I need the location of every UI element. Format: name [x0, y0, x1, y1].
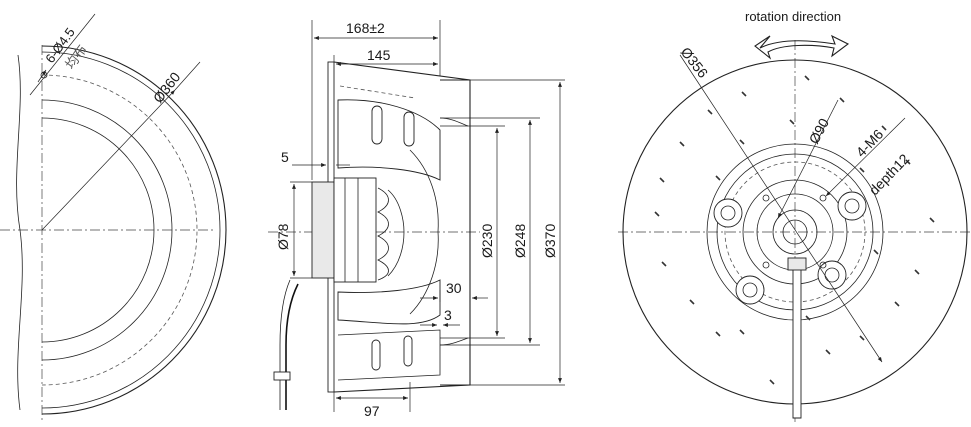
diameter-356-label: Ø356 — [678, 44, 712, 81]
outer-flange-inner-edge — [41, 51, 221, 409]
cable-gland — [787, 257, 807, 271]
inlet-ring-outer — [41, 99, 173, 361]
lower-bracket-frame — [337, 329, 441, 381]
impeller-hidden-edge — [339, 85, 416, 99]
diameter-248-label: Ø248 — [512, 224, 528, 258]
blade-marks — [654, 75, 935, 385]
diameter-360-leader — [41, 89, 176, 231]
shaft — [782, 219, 808, 245]
side-view: Ø230 Ø248 Ø370 168±2 145 5 Ø78 30 — [268, 20, 565, 419]
stator-winding-outer — [387, 189, 405, 277]
bolt-circle — [41, 74, 198, 386]
motor-shaft-housing — [772, 209, 818, 255]
hole-spec-arrow — [37, 69, 47, 83]
motor-diameter-label: Ø78 — [275, 223, 291, 250]
left-view: Ø360 6-Ø4.5 均布 — [0, 13, 227, 420]
diameter-370-label: Ø370 — [542, 224, 558, 258]
stator-winding — [377, 187, 389, 281]
lower-blade-bracket — [337, 279, 441, 325]
upper-slot-1 — [371, 105, 383, 145]
thread-spec-label: 4-M6 — [853, 126, 887, 160]
upper-slot-2 — [403, 111, 415, 147]
thread-spec-leader — [825, 117, 906, 197]
left-break-line — [16, 54, 23, 411]
outer-flange-arc — [41, 45, 227, 415]
lower-slot-2 — [403, 335, 413, 367]
right-view-cable — [792, 259, 802, 419]
thread-holes — [762, 194, 827, 269]
diameter-360-leader-ext — [174, 61, 201, 91]
inner-width-label: 145 — [367, 47, 391, 63]
diameter-360-label: Ø360 — [150, 69, 184, 106]
motor-body — [333, 177, 377, 283]
motor-depth-label: 97 — [364, 403, 380, 419]
rotation-direction-label: rotation direction — [745, 9, 841, 24]
power-cable — [285, 283, 299, 410]
right-view: rotation direction Ø356 Ø90 4-M6 depth12 — [618, 9, 970, 422]
overall-width-label: 168±2 — [346, 20, 385, 36]
mounting-bosses — [713, 191, 867, 305]
inlet-ring-inner — [41, 117, 155, 343]
hub-bolt-circle — [724, 161, 866, 303]
hole-spec-leader — [29, 13, 96, 96]
flange-thickness-label: 5 — [281, 149, 289, 165]
upper-blade-bracket — [337, 99, 441, 181]
back-plate-outline — [333, 61, 471, 393]
offset-30-label: 30 — [446, 280, 462, 296]
motor-cap — [311, 181, 335, 279]
cable-sleeve — [273, 371, 291, 381]
offset-3-label: 3 — [444, 307, 452, 323]
diameter-90-leader — [777, 99, 839, 219]
rotation-arrow-icon — [754, 34, 850, 60]
thread-depth-label: depth12 — [866, 150, 913, 198]
diameter-230-label: Ø230 — [479, 224, 495, 258]
lower-slot-1 — [371, 339, 381, 371]
diameter-356-leader — [679, 54, 883, 363]
